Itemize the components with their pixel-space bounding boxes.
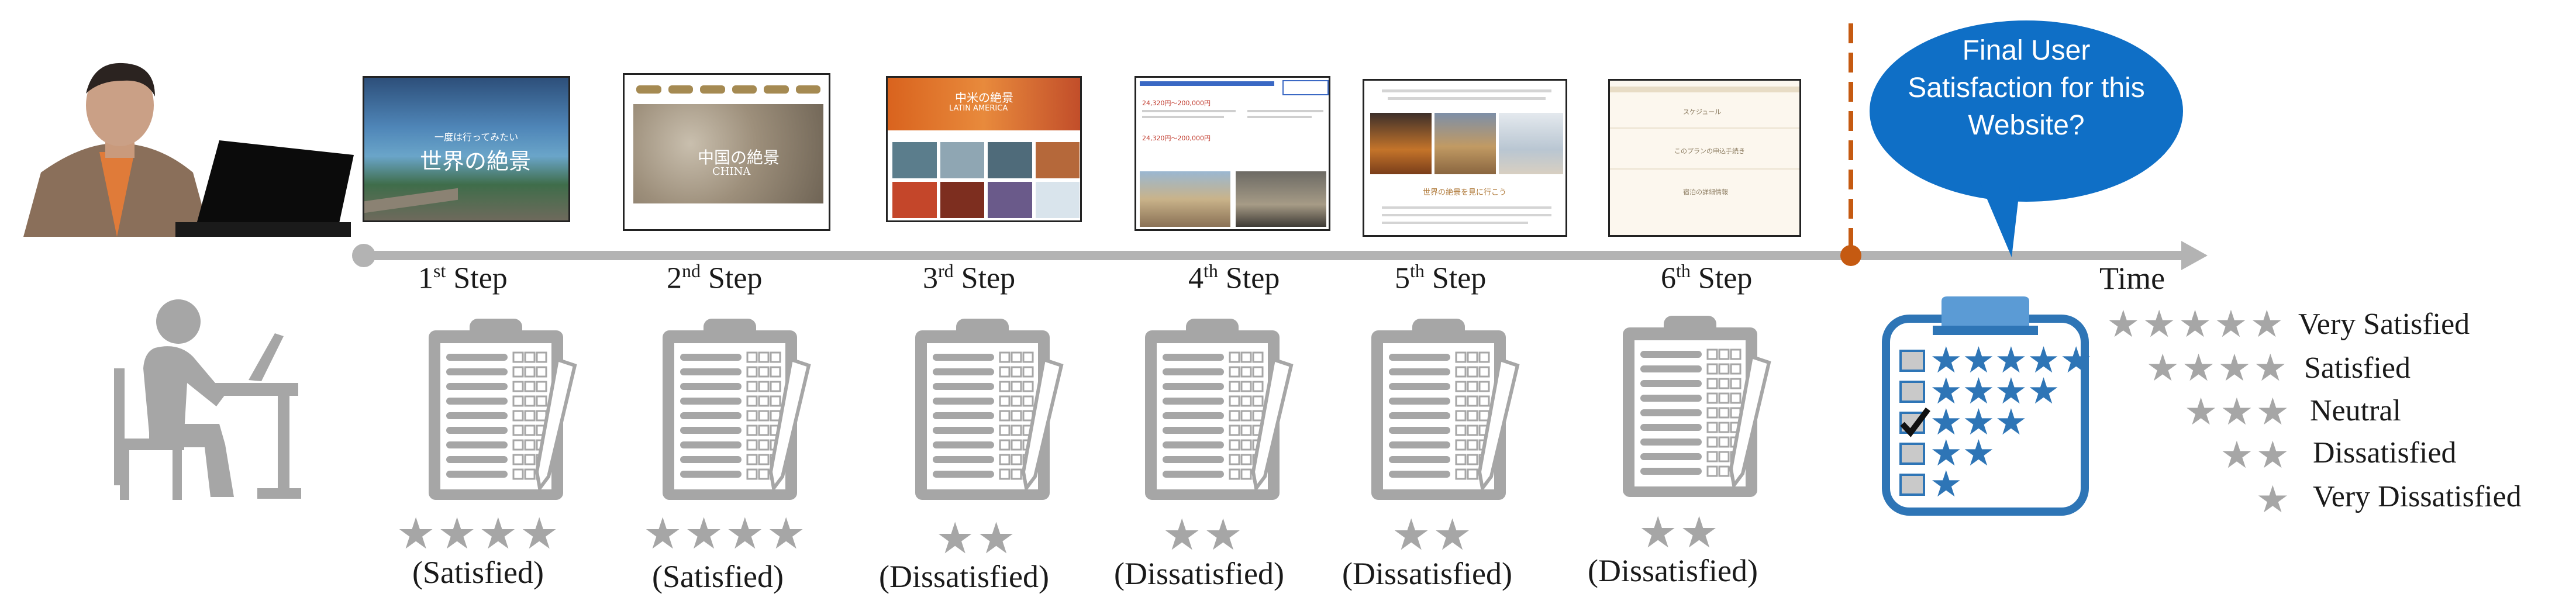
step6-screenshot: スケジュール このプランの申込手続き 宿泊の詳細情報	[1608, 79, 1801, 237]
step-4-clipboard-icon	[1142, 319, 1300, 506]
svg-text:★★★: ★★★	[1930, 402, 2027, 443]
step4-photo-colosseum	[1140, 171, 1230, 227]
step-6-label: 6th Step	[1661, 260, 1753, 295]
step-6-result: (Dissatisfied)	[1588, 553, 1758, 588]
step-3-result: (Dissatisfied)	[879, 559, 1049, 594]
step-6-stars: ★★	[1639, 508, 1721, 558]
step3-hero	[888, 78, 1080, 130]
step3-title: 中米の絶景	[955, 91, 1013, 105]
step4-price-1: 24,320円～200,000円	[1142, 99, 1211, 107]
legend-label-very-satisfied: Very Satisfied	[2298, 308, 2470, 341]
step-2-result: (Satisfied)	[652, 559, 784, 594]
step4-price-2: 24,320円～200,000円	[1142, 134, 1211, 142]
step-4-result: (Dissatisfied)	[1114, 556, 1284, 591]
seated-user-icon	[114, 299, 301, 500]
step5-photo-3	[1499, 113, 1563, 174]
legend-stars-very-satisfied: ★★★★★	[2106, 303, 2286, 346]
step-1-result: (Satisfied)	[412, 555, 544, 590]
step-5-result: (Dissatisfied)	[1342, 556, 1512, 591]
step6-line-1: スケジュール	[1683, 108, 1722, 116]
svg-text:★★: ★★	[1930, 433, 1995, 474]
step1-title: 世界の絶景	[420, 149, 532, 174]
step4-logo	[1282, 80, 1329, 95]
step4-screenshot: 24,320円～200,000円 24,320円～200,000円	[1134, 76, 1330, 231]
step3-photo-grid	[892, 142, 1080, 218]
step-1-label: 1st Step	[418, 260, 508, 295]
timeline-arrowhead	[2181, 241, 2208, 270]
step-6-clipboard-icon	[1620, 316, 1778, 503]
legend-label-dissatisfied: Dissatisfied	[2313, 436, 2457, 470]
step1-screenshot: 一度は行ってみたい 世界の絶景	[363, 76, 570, 222]
step2-nav	[636, 85, 820, 94]
step1-subtitle: 一度は行ってみたい	[434, 132, 519, 143]
legend-stars-satisfied: ★★★★	[2146, 347, 2289, 390]
step6-line-2: このプランの申込手続き	[1674, 147, 1745, 155]
final-step-dot	[1840, 245, 1861, 266]
step3-subtitle: LATIN AMERICA	[949, 104, 1008, 113]
step2-hero	[633, 104, 823, 203]
legend-stars-neutral: ★★★	[2184, 391, 2292, 434]
step-3-label: 3rd Step	[923, 260, 1016, 295]
step-3-stars: ★★	[936, 513, 1018, 564]
step2-title: 中国の絶景	[698, 148, 780, 167]
step2-subtitle: CHINA	[712, 165, 751, 178]
step-5-clipboard-icon	[1368, 319, 1526, 506]
step3-screenshot: 中米の絶景 LATIN AMERICA	[886, 76, 1082, 222]
step5-heading: 世界の絶景を見に行こう	[1423, 188, 1507, 197]
svg-text:★★★★: ★★★★	[1930, 371, 2060, 412]
svg-text:★★★★★: ★★★★★	[1930, 340, 2091, 381]
step-2-label: 2nd Step	[667, 260, 763, 295]
step6-line-3: 宿泊の詳細情報	[1683, 188, 1728, 196]
step-5-label: 5th Step	[1395, 260, 1487, 295]
timeline-start-dot	[352, 244, 375, 267]
legend-label-satisfied: Satisfied	[2304, 351, 2411, 385]
step-1-clipboard-icon	[426, 319, 584, 506]
time-label: Time	[2099, 261, 2165, 296]
step2-screenshot: 中国の絶景 CHINA	[623, 73, 830, 231]
step-2-stars: ★★★★	[643, 509, 808, 559]
legend-stars-dissatisfied: ★★	[2220, 434, 2292, 477]
legend-stars-very-dissatisfied: ★	[2256, 478, 2292, 522]
step5-screenshot: 世界の絶景を見に行こう	[1363, 79, 1567, 237]
step-4-label: 4th Step	[1188, 260, 1280, 295]
final-rating-clipboard-icon: ★★★★★ ★★★★ ★★★ ★★ ★	[1882, 296, 2091, 516]
step4-photo-gallery	[1236, 171, 1326, 227]
step-2-clipboard-icon	[660, 319, 818, 506]
svg-text:★: ★	[1930, 464, 1963, 505]
step4-header-bar	[1140, 81, 1274, 86]
step5-photo-1	[1370, 113, 1432, 174]
final-satisfaction-bubble	[1870, 20, 2183, 257]
step-5-stars: ★★	[1392, 510, 1474, 560]
legend-label-very-dissatisfied: Very Dissatisfied	[2313, 480, 2522, 513]
legend-label-neutral: Neutral	[2310, 394, 2401, 427]
step-1-stars: ★★★★	[396, 509, 561, 559]
step5-photo-2	[1434, 113, 1496, 174]
user-photo	[18, 47, 354, 237]
step-4-stars: ★★	[1163, 510, 1245, 560]
step-3-clipboard-icon	[912, 319, 1070, 506]
bubble-text: Final User Satisfaction for this Website…	[1908, 35, 2145, 141]
